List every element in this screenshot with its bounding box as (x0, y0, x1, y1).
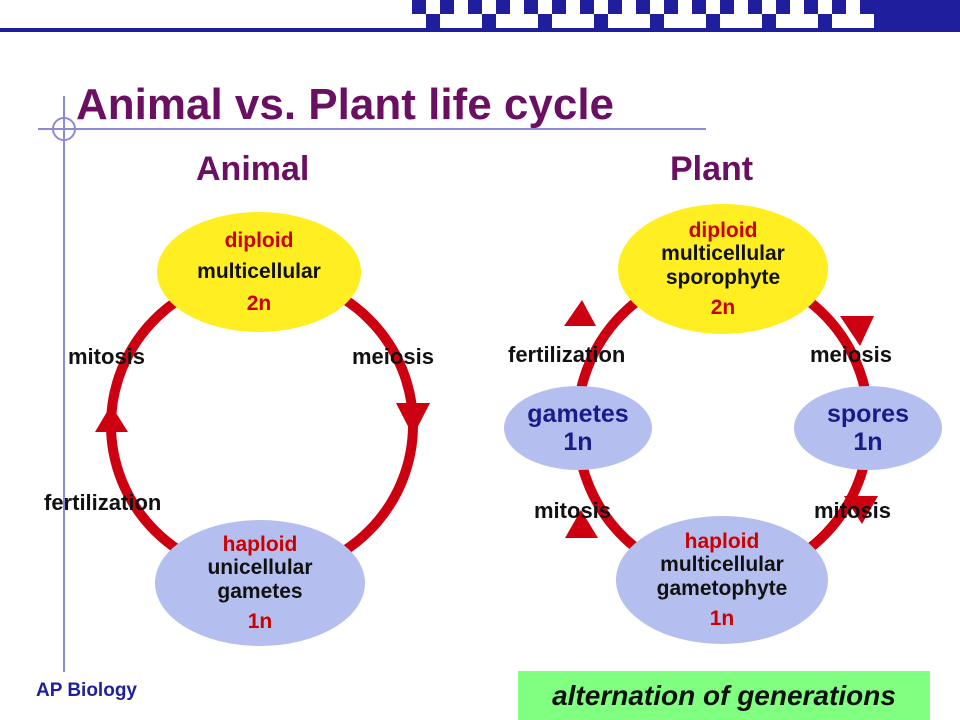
checker-block (762, 14, 776, 28)
checker-block (664, 0, 678, 14)
animal-diploid-2n: 2n (246, 291, 272, 315)
plant-gametophyte-mitosis-label: mitosis (534, 498, 612, 523)
plant-meiosis-label: meiosis (810, 342, 892, 367)
animal-diploid-ploidy: diploid (224, 228, 294, 252)
checker-block (804, 0, 818, 14)
plant-upper-right-arrowhead-icon (840, 316, 874, 346)
plant-spores-label: spores (827, 400, 909, 428)
checker-block (440, 0, 454, 14)
checker-block (524, 0, 538, 14)
plant-spores-1n: 1n (853, 428, 883, 456)
plant-sporophyte-ploidy: diploid (688, 218, 758, 242)
checker-block (426, 14, 440, 28)
animal-haploid-type: unicellular (207, 556, 313, 580)
animal-haploid-ploidy: haploid (222, 532, 298, 556)
footer-course-label: AP Biology (36, 680, 137, 701)
checker-block (776, 0, 790, 14)
page-title: Animal vs. Plant life cycle (76, 80, 615, 129)
animal-heading: Animal (196, 150, 310, 188)
checker-block (468, 0, 482, 14)
plant-sporophyte-type: multicellular (661, 242, 785, 266)
checker-block (594, 14, 608, 28)
checker-block (720, 0, 734, 14)
plant-gametophyte-name: gametophyte (656, 577, 788, 600)
checker-block (650, 14, 664, 28)
corner-circle-icon (52, 117, 76, 141)
checker-block (636, 0, 650, 14)
plant-gametophyte-ploidy: haploid (684, 529, 760, 553)
animal-fertilization-label: fertilization (44, 490, 162, 515)
alternation-callout: alternation of generations (518, 671, 930, 720)
checker-block (860, 0, 960, 14)
checker-block (692, 0, 706, 14)
checker-block (552, 0, 566, 14)
title-rule (38, 128, 706, 130)
checker-block (412, 0, 426, 14)
plant-heading: Plant (670, 150, 754, 188)
plant-spores-node: spores 1n (794, 386, 942, 470)
checker-block (706, 14, 720, 28)
plant-gametophyte-1n: 1n (709, 606, 735, 630)
plant-spore-mitosis-label: mitosis (814, 498, 892, 523)
plant-sporophyte-2n: 2n (710, 295, 736, 319)
plant-lower-left-arrowhead-icon (565, 510, 598, 538)
checker-block (482, 14, 496, 28)
animal-mitosis-label: mitosis (68, 344, 146, 369)
checker-block (496, 0, 510, 14)
animal-down-arrowhead-icon (396, 403, 430, 436)
checker-block (608, 0, 622, 14)
animal-haploid-1n: 1n (247, 609, 273, 633)
checker-block (832, 0, 846, 14)
plant-sporophyte-node: diploid multicellular sporophyte 2n (618, 204, 828, 334)
plant-gametophyte-type: multicellular (660, 553, 784, 577)
checker-block (538, 14, 552, 28)
animal-haploid-cells: gametes (217, 580, 303, 603)
plant-upper-left-arrowhead-icon (564, 300, 596, 326)
plant-lower-right-arrowhead-icon (844, 496, 878, 524)
top-bar-underline (0, 28, 960, 32)
checker-block (580, 0, 594, 14)
plant-gametophyte-node: haploid multicellular gametophyte 1n (616, 516, 828, 644)
plant-sporophyte-name: sporophyte (665, 266, 781, 289)
checker-block (874, 14, 960, 28)
checker-block (818, 14, 832, 28)
animal-up-arrowhead-icon (95, 405, 128, 432)
top-bar (0, 0, 960, 32)
checker-block (748, 0, 762, 14)
plant-fertilization-label: fertilization (508, 342, 626, 367)
plant-gametes-node: gametes 1n (504, 386, 652, 470)
plant-gametes-1n: 1n (563, 428, 593, 456)
animal-diploid-node: diploid multicellular 2n (157, 212, 361, 332)
margin-rule (63, 96, 65, 672)
animal-diploid-type: multicellular (197, 260, 321, 284)
animal-meiosis-label: meiosis (352, 344, 434, 369)
plant-gametes-label: gametes (527, 400, 629, 428)
animal-haploid-node: haploid unicellular gametes 1n (155, 520, 365, 646)
